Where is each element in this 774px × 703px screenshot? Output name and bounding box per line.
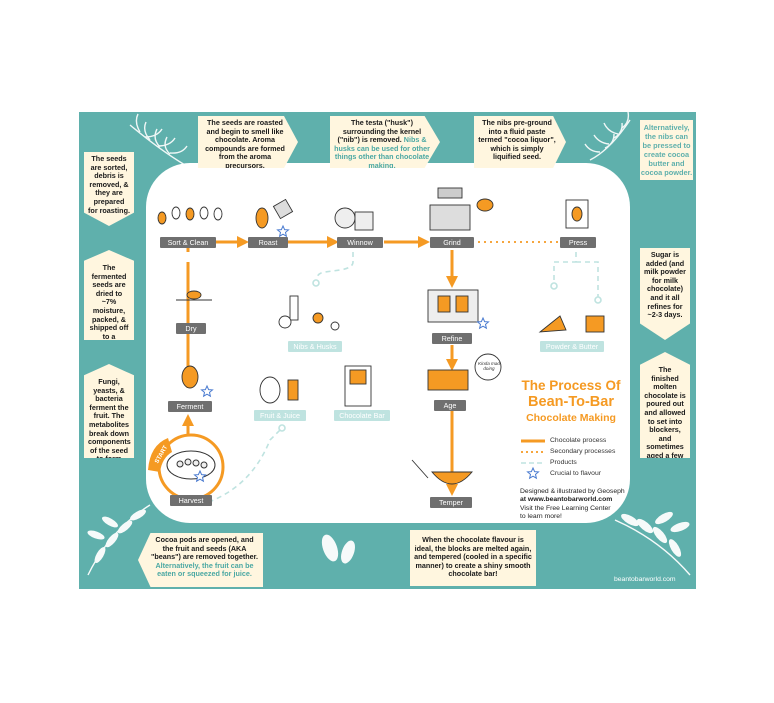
product-endpoints — [278, 279, 602, 432]
stage-harvest: Harvest — [170, 495, 212, 506]
stage-fruit-juice: Fruit & Juice — [254, 410, 306, 421]
fruit-juice-illustration — [259, 376, 299, 404]
age-illustration — [427, 353, 502, 391]
grind-illustration — [429, 187, 494, 231]
powder-butter-illustration — [538, 315, 605, 333]
dry-illustration — [176, 290, 212, 301]
legend-secondary: Secondary processes — [550, 448, 616, 455]
credit: Designed & illustrated by Geoseph at www… — [520, 488, 640, 522]
note-age: The finished molten chocolate is poured … — [640, 352, 690, 458]
stage-grind: Grind — [430, 237, 474, 248]
press-illustration — [565, 199, 589, 229]
stage-nibs-husks: Nibs & Husks — [288, 341, 342, 352]
note-refine: Sugar is added (and milk powder for milk… — [640, 248, 690, 340]
note-sort: The seeds are sorted, debris is removed,… — [84, 152, 134, 226]
note-dry: The fermented seeds are dried to ~7% moi… — [84, 250, 134, 340]
note-press: Alternatively, the nibs can be pressed t… — [640, 120, 693, 180]
leaf-decoration-bottom-right — [614, 511, 691, 576]
stage-winnow: Winnow — [337, 237, 383, 248]
chocolate-bar-illustration — [344, 365, 372, 407]
note-winnow-alt: Nibs & husks can be used for other thing… — [334, 135, 430, 170]
star-icon — [200, 384, 214, 398]
note-ferment: Fungi, yeasts, & bacteria ferment the fr… — [84, 364, 134, 458]
nibs-husks-illustration — [278, 295, 340, 331]
stage-chocolate-bar: Chocolate Bar — [334, 410, 390, 421]
star-icon — [476, 316, 490, 330]
roast-illustration — [255, 198, 294, 229]
title-line3: Chocolate Making — [526, 412, 616, 424]
stage-powder-butter: Powder & Butter — [540, 341, 604, 352]
legend-process: Chocolate process — [550, 437, 607, 444]
note-roast: The seeds are roasted and begin to smell… — [198, 116, 298, 168]
leaf-decoration-top-left — [129, 113, 188, 166]
title-line2: Bean-To-Bar — [528, 394, 614, 410]
start-badge — [148, 438, 172, 472]
stage-temper: Temper — [430, 497, 472, 508]
credit-line4: to learn more! — [520, 513, 562, 521]
star-icon — [193, 469, 207, 483]
note-harvest-main: Cocoa pods are opened, and the fruit and… — [150, 535, 259, 562]
stage-ferment: Ferment — [168, 401, 212, 412]
title-line1: The Process Of — [521, 378, 621, 393]
credit-line3: Visit the Free Learning Center — [520, 504, 611, 512]
stage-sort-clean: Sort & Clean — [160, 237, 216, 248]
note-harvest-alt: Alternatively, the fruit can be eaten or… — [155, 560, 254, 579]
temper-illustration — [411, 459, 473, 485]
ferment-illustration — [181, 365, 199, 389]
credit-line2: at www.beantobarworld.com — [520, 496, 613, 504]
stage-refine: Refine — [432, 333, 472, 344]
main-process-path — [182, 236, 458, 496]
note-temper: When the chocolate flavour is ideal, the… — [410, 530, 536, 586]
harvest-illustration — [157, 433, 225, 501]
leaf-decoration-bottom-left — [87, 504, 151, 576]
note-winnow-main: The testa ("husk") surrounding the kerne… — [337, 118, 422, 145]
star-icon — [276, 224, 290, 238]
refine-illustration — [427, 289, 479, 323]
stage-roast: Roast — [248, 237, 288, 248]
leaf-decoration-top-right — [584, 111, 631, 161]
sort-illustration — [157, 206, 223, 225]
crucial-stars — [193, 224, 490, 483]
stage-dry: Dry — [176, 323, 206, 334]
age-speech-bubble: Kinda mad doing — [478, 361, 500, 371]
leaf-decoration-bottom-middle — [321, 534, 355, 564]
winnow-illustration — [334, 207, 374, 231]
footer-url: beantobarworld.com — [614, 576, 676, 583]
stage-age: Age — [434, 400, 466, 411]
legend-crucial: Crucial to flavour — [550, 470, 601, 477]
stage-press: Press — [560, 237, 596, 248]
credit-line1: Designed & illustrated by Geoseph — [520, 488, 625, 495]
note-winnow: The testa ("husk") surrounding the kerne… — [330, 116, 440, 168]
note-harvest: Cocoa pods are opened, and the fruit and… — [138, 533, 263, 587]
legend-products: Products — [550, 459, 577, 466]
legend-star-icon — [526, 466, 540, 480]
note-grind: The nibs pre-ground into a fluid paste t… — [474, 116, 566, 168]
